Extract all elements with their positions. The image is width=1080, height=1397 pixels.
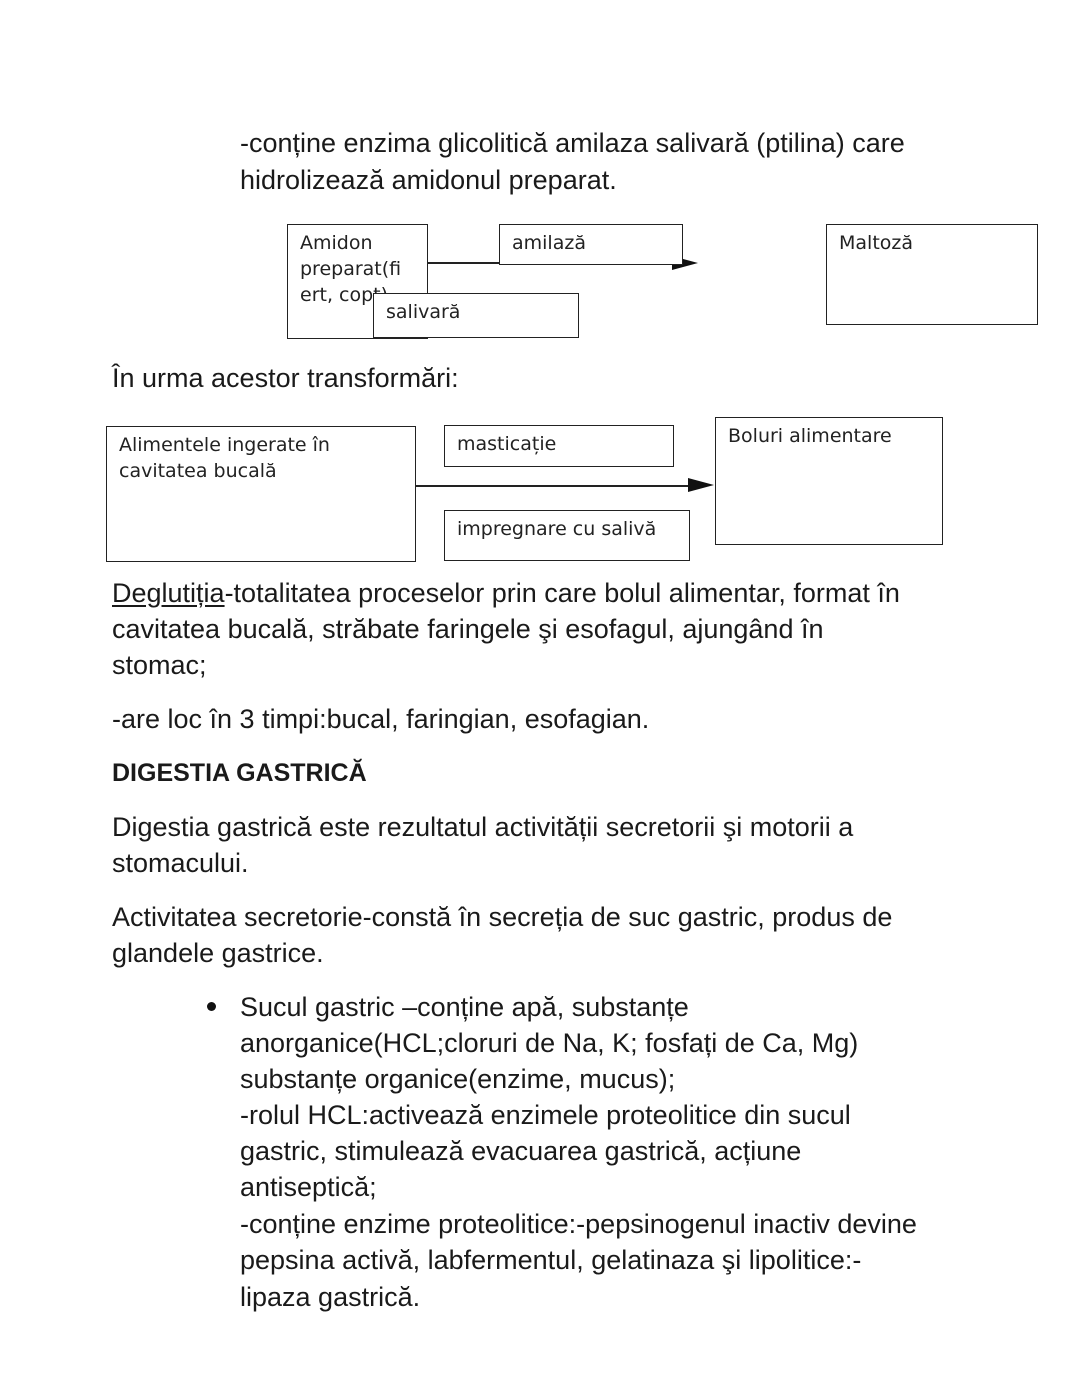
diagram2-source-line-2: cavitatea bucală — [119, 460, 277, 482]
diagram2-source-box: Alimentele ingerate în cavitatea bucală — [106, 426, 416, 562]
deglutition-definition: -totalitatea proceselor prin care bolul … — [224, 578, 900, 608]
bullet-line: lipaza gastrică. — [240, 1282, 421, 1312]
diagram2-product-box: Boluri alimentare — [715, 417, 943, 545]
bullet-line: antiseptică; — [240, 1172, 377, 1202]
diagram1-source-line-3: ert, copt) — [300, 284, 389, 306]
diagram1-product-box: Maltoză — [826, 224, 1038, 325]
diagram1-source-line-1: Amidon — [300, 232, 373, 254]
gastric-para2-line-1: Activitatea secretorie-constă în secreți… — [112, 902, 893, 932]
gastric-heading: DIGESTIA GASTRICĂ — [112, 759, 367, 787]
gastric-para1-line-2: stomacului. — [112, 848, 249, 878]
diagram2-process-top-box: masticație — [444, 425, 674, 467]
deglutition-term: Deglutiția — [112, 578, 225, 608]
bullet-line: -rolul HCL:activează enzimele proteoliti… — [240, 1100, 851, 1130]
diagram1-enzyme-bottom: salivară — [386, 301, 461, 323]
intro-line-1: -conține enzima glicolitică amilaza sali… — [240, 128, 905, 158]
diagram2-process-top: masticație — [457, 433, 557, 455]
gastric-para2-line-2: glandele gastrice. — [112, 938, 324, 968]
diagram1-product: Maltoză — [839, 232, 914, 254]
diagram2-arrow-head — [688, 478, 714, 492]
bullet-line: substanțe organice(enzime, mucus); — [240, 1064, 676, 1094]
diagram1-enzyme-top-box: amilază — [499, 224, 683, 265]
gastric-para1-line-1: Digestia gastrică este rezultatul activi… — [112, 812, 854, 842]
deglutition-line-2: cavitatea bucală, străbate faringele şi … — [112, 614, 824, 644]
diagram1-source-box: Amidon preparat(fi ert, copt) — [287, 224, 428, 339]
diagram1-enzyme-top: amilază — [512, 232, 586, 254]
bullet-line: anorganice(HCL;cloruri de Na, K; fosfați… — [240, 1028, 859, 1058]
bullet-line: pepsina activă, labfermentul, gelatinaza… — [240, 1245, 862, 1275]
diagram2-source-line-1: Alimentele ingerate în — [119, 434, 330, 456]
diagram2-arrow-line — [416, 485, 690, 487]
intro-line-2: hidrolizează amidonul preparat. — [240, 165, 617, 195]
diagram2-product: Boluri alimentare — [728, 425, 892, 447]
bullet-line: -conține enzime proteolitice:-pepsinogen… — [240, 1209, 917, 1239]
bullet-line: Sucul gastric –conține apă, substanțe — [240, 992, 689, 1022]
bullet-line: gastric, stimulează evacuarea gastrică, … — [240, 1136, 802, 1166]
transform-heading: În urma acestor transformări: — [112, 363, 459, 393]
diagram1-source-line-2: preparat(fi — [300, 258, 402, 280]
diagram2-process-bottom: impregnare cu salivă — [457, 518, 657, 540]
bullet-dot — [207, 1002, 216, 1011]
deglutition-phases: -are loc în 3 timpi:bucal, faringian, es… — [112, 704, 650, 734]
deglutition-line-1: Deglutiția-totalitatea proceselor prin c… — [112, 575, 900, 611]
diagram2-process-bottom-box: impregnare cu salivă — [444, 510, 690, 561]
deglutition-line-3: stomac; — [112, 650, 207, 680]
diagram1-enzyme-bottom-box: salivară — [373, 293, 579, 338]
